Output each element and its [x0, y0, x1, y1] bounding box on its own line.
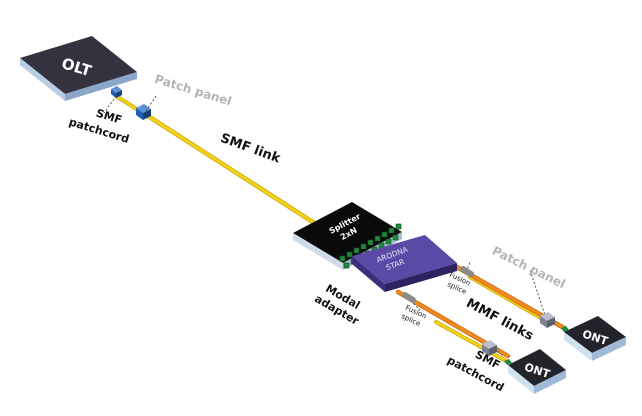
patch-panel-right-label: Patch panel — [490, 244, 568, 291]
patch-panel-adapter-right-upper-icon — [540, 312, 555, 328]
patch-panel-adapter-top-icon — [136, 104, 151, 120]
patch-panel-top-label: Patch panel — [153, 72, 233, 109]
olt-connector-icon — [111, 86, 122, 98]
arodna-star-device: ARODNA STAR — [352, 235, 457, 292]
smf-fiber-path — [114, 94, 550, 364]
ont-lower-device: ONT — [504, 349, 566, 394]
smf-link-label: SMF link — [218, 131, 282, 167]
patch-panel-adapter-right-lower-icon — [482, 340, 497, 356]
ont-upper-device: ONT — [561, 316, 626, 361]
olt-device: OLT — [20, 36, 137, 101]
fusion-splice-lower-icon — [402, 292, 416, 303]
fusion-splice-upper-icon — [460, 266, 474, 277]
